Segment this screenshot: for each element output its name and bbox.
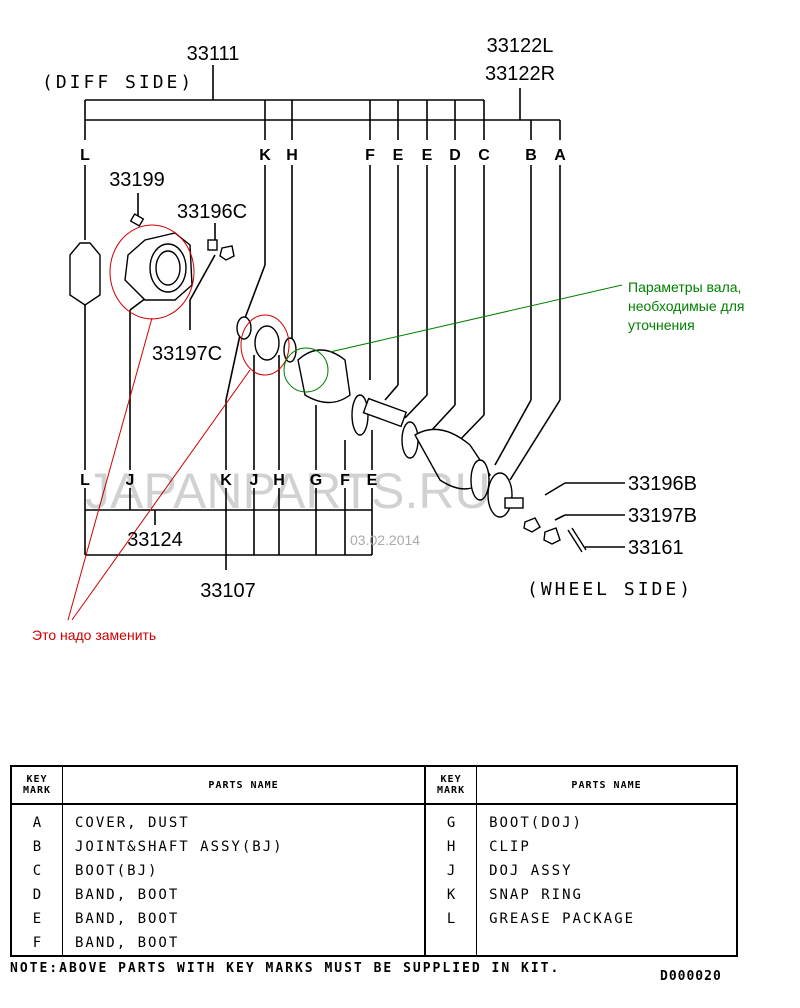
key-cell: D	[11, 883, 63, 907]
part-33107: 33107	[200, 580, 256, 602]
green-annotation: Параметры вала, необходимые для уточнени…	[628, 279, 744, 333]
key-E: E	[393, 147, 404, 164]
kit-note: NOTE:ABOVE PARTS WITH KEY MARKS MUST BE …	[10, 961, 561, 976]
snap-ring-drawing	[236, 316, 252, 340]
name-cell	[477, 931, 737, 956]
key-J: J	[126, 472, 135, 489]
part-33111: 33111	[187, 43, 240, 65]
joint-shaft-drawing	[487, 472, 513, 518]
doj-inner-drawing	[254, 325, 280, 361]
name-cell: BAND, BOOT	[62, 931, 427, 956]
part-33161: 33161	[628, 537, 684, 559]
key-E: E	[422, 147, 433, 164]
key-L: L	[80, 472, 90, 489]
part-33197B: 33197B	[628, 505, 697, 527]
name-cell: SNAP RING	[489, 887, 583, 903]
header-key-mark: KEY MARK	[425, 766, 478, 805]
cotter-pin-drawing	[567, 527, 587, 553]
nut-drawing	[219, 245, 235, 261]
key-K: K	[220, 472, 232, 489]
exploded-diagram: 33111 (DIFF SIDE) 33122L 33122R 33199 33…	[32, 35, 744, 643]
key-cell: F	[11, 931, 63, 956]
annotation-marks	[67, 224, 623, 621]
grease-package-drawing	[69, 242, 101, 306]
key-E: E	[367, 472, 378, 489]
key-D: D	[449, 147, 461, 164]
key-H: H	[273, 472, 285, 489]
key-cell: H	[425, 835, 478, 859]
name-cell: JOINT&SHAFT ASSY(BJ)	[62, 835, 427, 859]
name-cell: COVER, DUST	[62, 804, 427, 835]
key-cell: J	[425, 859, 478, 883]
name-cell: GREASE PACKAGE	[489, 911, 636, 927]
key-K: K	[259, 147, 271, 164]
wheel-side-label: (WHEEL SIDE)	[527, 579, 693, 600]
green-note-line: необходимые для	[628, 298, 744, 314]
key-cell	[425, 931, 478, 956]
diff-side-label: (DIFF SIDE)	[42, 72, 194, 93]
key-G: G	[310, 472, 322, 489]
name-cell: CLIP	[489, 839, 531, 855]
part-33196B: 33196B	[628, 473, 697, 495]
header-parts-name: PARTS NAME	[476, 766, 737, 805]
diagram-code: D000020	[660, 969, 722, 984]
part-drawings	[69, 213, 587, 553]
name-cell: BOOT(DOJ)	[489, 815, 583, 831]
key-A: A	[554, 147, 566, 164]
part-33197C: 33197C	[152, 343, 222, 365]
watermark: JAPANPARTS.RU	[85, 463, 491, 519]
key-cell: B	[11, 835, 63, 859]
bracket-lines	[84, 65, 625, 570]
name-cell: BAND, BOOT	[62, 907, 427, 931]
part-33122R: 33122R	[485, 63, 555, 85]
header-key-mark: KEY MARK	[11, 766, 63, 805]
header-parts-name: PARTS NAME	[62, 766, 427, 805]
table-row: D BAND, BOOT K SNAP RING	[11, 883, 737, 907]
key-cell: A	[11, 804, 63, 835]
name-cell: BOOT(BJ)	[62, 859, 427, 883]
key-cell: C	[11, 859, 63, 883]
top-key-letters: L K H F E E D C B A	[80, 147, 566, 164]
key-cell: L	[425, 907, 478, 931]
key-cell: K	[425, 883, 478, 907]
part-33122L: 33122L	[487, 35, 554, 57]
key-F: F	[340, 472, 350, 489]
part-33199: 33199	[109, 169, 165, 191]
key-C: C	[478, 147, 490, 164]
part-33196C: 33196C	[177, 201, 247, 223]
bottom-key-letters: L J K J H G F E	[80, 472, 378, 489]
bolt-drawing	[129, 213, 145, 227]
key-F: F	[365, 147, 375, 164]
table-row: A COVER, DUST G BOOT(DOJ)	[11, 804, 737, 835]
key-cell: E	[11, 907, 63, 931]
table-row: C BOOT(BJ) J DOJ ASSY	[11, 859, 737, 883]
table-row: E BAND, BOOT L GREASE PACKAGE	[11, 907, 737, 931]
table-row: F BAND, BOOT	[11, 931, 737, 956]
red-annotation: Это надо заменить	[32, 627, 156, 643]
parts-table: KEY MARK PARTS NAME KEY MARK PARTS NAME …	[10, 765, 738, 957]
wheel-nut-drawing	[523, 517, 541, 533]
washer-drawing	[207, 239, 218, 251]
key-cell: G	[425, 804, 478, 835]
green-note-line: Параметры вала,	[628, 279, 741, 295]
name-cell: BAND, BOOT	[62, 883, 427, 907]
name-cell: DOJ ASSY	[489, 863, 573, 879]
key-L: L	[80, 147, 90, 164]
green-note-line: уточнения	[628, 317, 695, 333]
key-J: J	[250, 472, 259, 489]
clip-drawing	[283, 337, 297, 363]
key-B: B	[525, 147, 537, 164]
key-H: H	[286, 147, 298, 164]
boot-doj-drawing	[297, 349, 351, 404]
part-33124: 33124	[127, 529, 183, 551]
table-row: B JOINT&SHAFT ASSY(BJ) H CLIP	[11, 835, 737, 859]
date-stamp: 03.02.2014	[350, 532, 420, 548]
